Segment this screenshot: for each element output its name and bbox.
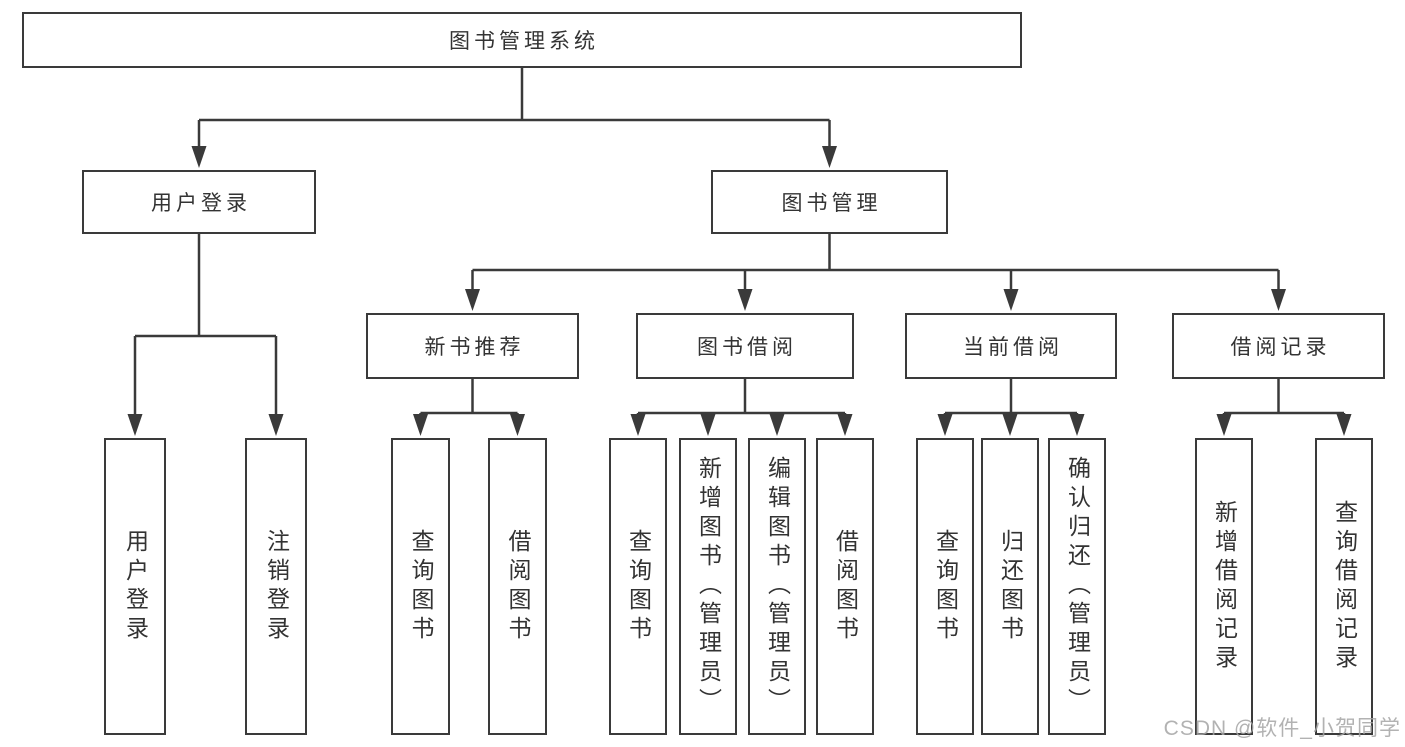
node-query-books-current: 查询图书	[916, 438, 974, 735]
node-confirm-return-admin: 确认归还（管理员）	[1048, 438, 1106, 735]
node-new-book-recommend: 新书推荐	[366, 313, 579, 379]
node-return-books: 归还图书	[981, 438, 1039, 735]
node-borrow-books-recommend: 借阅图书	[488, 438, 547, 735]
node-book-management: 图书管理	[711, 170, 948, 234]
node-edit-books-admin: 编辑图书（管理员）	[748, 438, 806, 735]
node-query-books-borrowing: 查询图书	[609, 438, 667, 735]
node-add-books-admin: 新增图书（管理员）	[679, 438, 737, 735]
node-query-books-recommend: 查询图书	[391, 438, 450, 735]
node-user-login-action: 用户登录	[104, 438, 166, 735]
node-add-borrow-record: 新增借阅记录	[1195, 438, 1253, 735]
node-user-login: 用户登录	[82, 170, 316, 234]
node-logout-action: 注销登录	[245, 438, 307, 735]
node-borrowing-records: 借阅记录	[1172, 313, 1385, 379]
node-root: 图书管理系统	[22, 12, 1022, 68]
watermark: CSDN @软件_小贺同学	[1163, 717, 1401, 740]
node-borrow-books-borrowing: 借阅图书	[816, 438, 874, 735]
node-query-borrow-record: 查询借阅记录	[1315, 438, 1373, 735]
node-current-borrowing: 当前借阅	[905, 313, 1117, 379]
node-book-borrowing: 图书借阅	[636, 313, 854, 379]
